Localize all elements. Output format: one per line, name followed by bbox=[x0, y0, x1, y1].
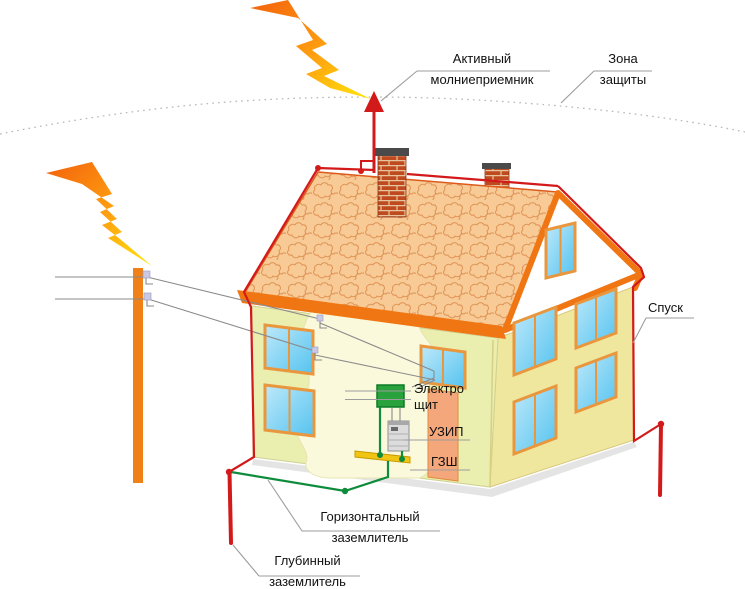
pole-insulators bbox=[142, 270, 154, 307]
label-deep-earth: Глубинный заземлитель bbox=[269, 553, 346, 589]
ridge-conductor bbox=[317, 166, 559, 188]
chimney-large bbox=[374, 148, 409, 218]
interior-equipment bbox=[230, 384, 411, 495]
side-windows bbox=[512, 286, 618, 457]
label-ground-bus: ГЗШ bbox=[431, 454, 458, 469]
label-electrical-panel: Электро щит bbox=[414, 381, 464, 412]
lightning-conductor-red bbox=[225, 91, 665, 545]
wall-anchors bbox=[311, 314, 327, 361]
label-down-conductor: Спуск bbox=[648, 300, 683, 315]
lightning-bolt-left bbox=[46, 162, 152, 266]
label-air-terminal: Активный молниеприемник bbox=[430, 51, 534, 87]
label-surge-protector: УЗИП bbox=[429, 424, 464, 439]
label-leader-lines bbox=[232, 70, 694, 577]
wall-corner-edge bbox=[489, 339, 494, 487]
ground-bus-bar bbox=[354, 450, 411, 464]
utility-pole bbox=[133, 268, 143, 483]
right-down-conductor bbox=[557, 185, 662, 443]
left-down-conductor bbox=[228, 167, 319, 473]
surge-protector-device bbox=[387, 420, 410, 452]
label-horizontal-earth: Горизонтальный заземлитель bbox=[320, 509, 420, 545]
power-lines bbox=[55, 270, 436, 390]
label-protection-zone: Зона защиты bbox=[599, 51, 647, 87]
electrical-panel-box bbox=[376, 384, 405, 408]
earth-rod-right bbox=[658, 422, 663, 497]
entrance-door bbox=[427, 388, 459, 482]
roof-eave-band bbox=[237, 290, 506, 339]
front-windows bbox=[263, 323, 467, 482]
lightning-bolt-top bbox=[250, 0, 371, 99]
deep-earth-rod-left bbox=[227, 470, 233, 545]
earthing-conductor-green bbox=[230, 407, 405, 495]
